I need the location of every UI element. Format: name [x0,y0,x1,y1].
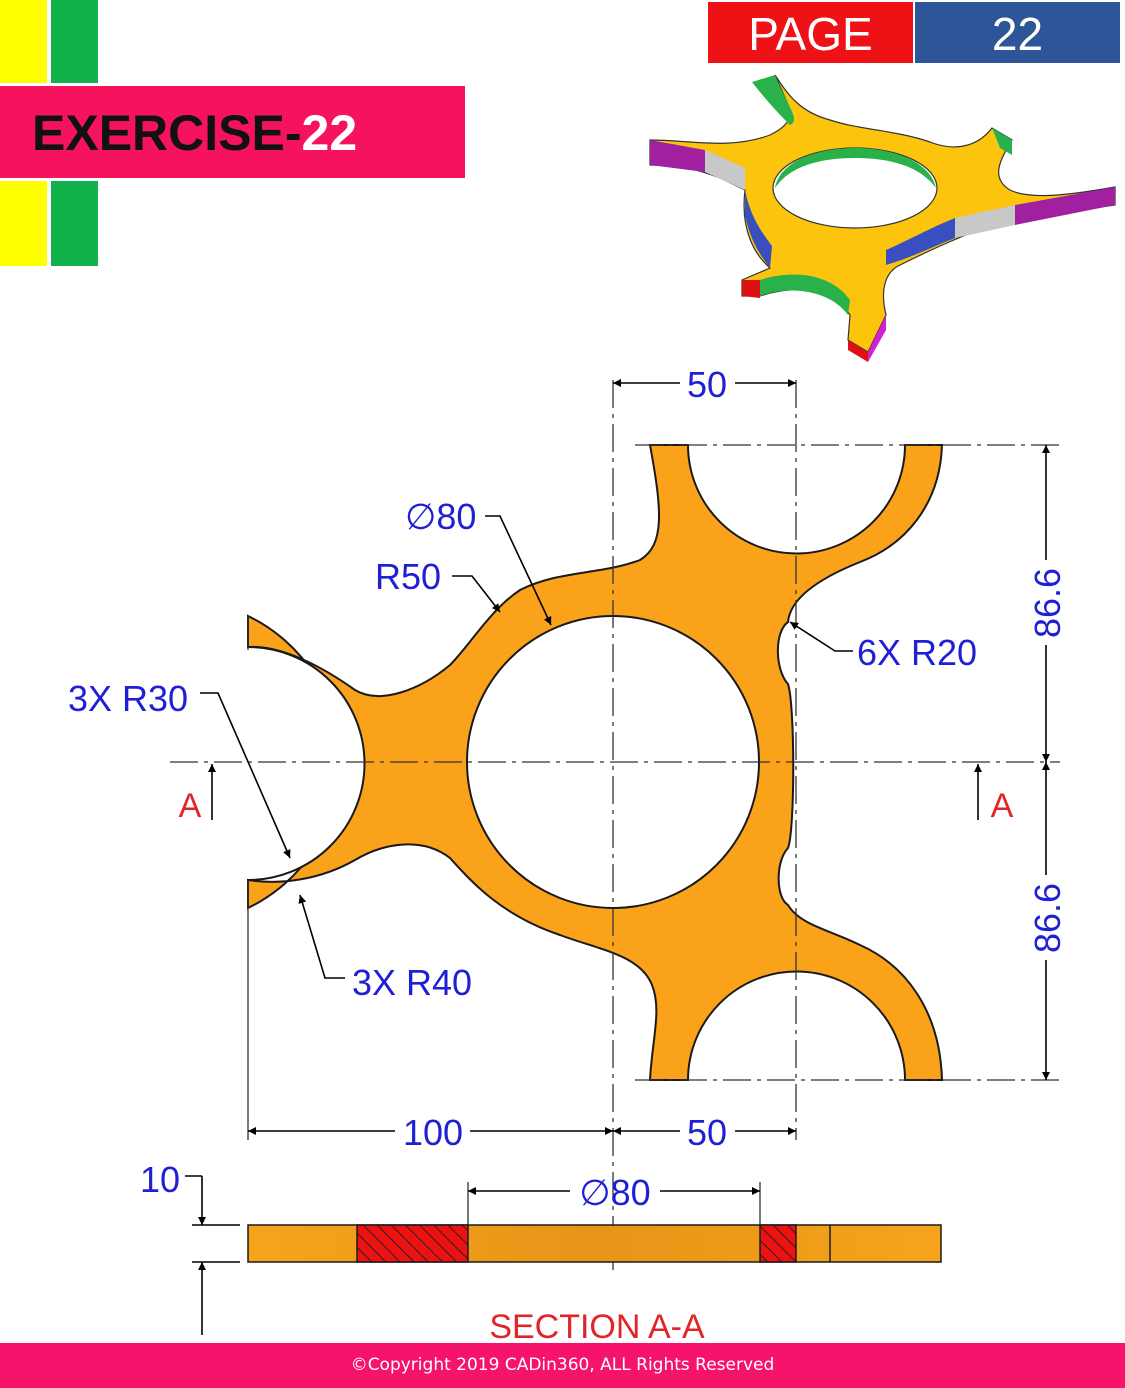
dimension-lines [185,379,1050,1335]
center-lines [170,380,1060,1270]
dim-thickness: 10 [140,1159,180,1200]
section-mark-left: A [179,787,202,825]
callout-dia-hole: ∅80 [405,496,476,537]
dim-height-upper: 86.6 [1027,568,1068,638]
page-number: 22 [915,2,1120,63]
exercise-number: 22 [301,105,358,161]
yellow-bar-bottom [0,181,47,266]
dim-bottom-left: 100 [403,1112,463,1153]
isometric-preview [649,74,1116,362]
dim-top-width: 50 [687,364,727,405]
callout-r40: 3X R40 [352,962,472,1003]
section-view [247,1224,942,1263]
callout-r30: 3X R30 [68,678,188,719]
footer-bar [0,1343,1125,1388]
copyright-text: ©Copyright 2019 CADin360, ALL Rights Res… [350,1355,775,1375]
exercise-title: EXERCISE-22 [32,104,357,162]
exercise-prefix: EXERCISE- [32,105,302,161]
dim-bottom-right: 50 [687,1112,727,1153]
exercise-banner [0,86,465,178]
callout-r50: R50 [375,556,441,597]
page-label: PAGE [708,2,913,63]
yellow-bar-top [0,0,47,83]
section-title: SECTION A-A [489,1308,705,1346]
left-notch [247,646,366,881]
callout-r20: 6X R20 [857,632,977,673]
green-bar-top [51,0,98,83]
dim-height-lower: 86.6 [1027,883,1068,953]
section-mark-right: A [991,787,1014,825]
green-bar-bottom [51,181,98,266]
section-dia: ∅80 [579,1172,650,1213]
